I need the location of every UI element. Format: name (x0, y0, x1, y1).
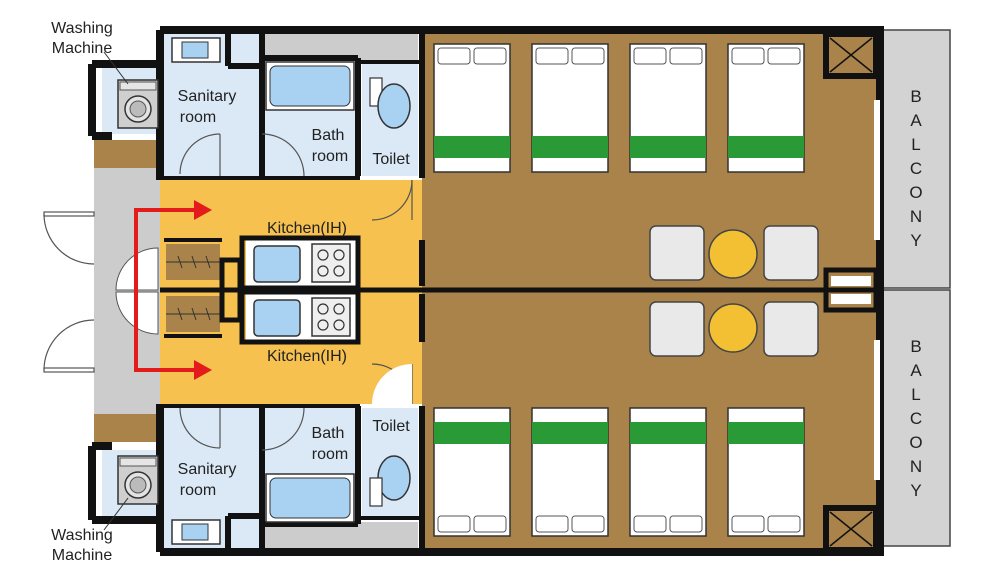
chair-icon (649, 301, 705, 357)
washing-machine-label: Machine (52, 40, 113, 57)
bed-icon (531, 407, 609, 537)
washing-machine-label: Washing (51, 527, 113, 544)
sanitary-room-label: Sanitary (178, 88, 237, 105)
bed-icon (727, 43, 805, 173)
washing-machine-top-icon (117, 79, 159, 129)
kitchen-label: Kitchen(IH) (267, 220, 347, 237)
bed-icon (727, 407, 805, 537)
toilet-top-icon (369, 77, 411, 129)
kitchen-label: Kitchen(IH) (267, 348, 347, 365)
sanitary-room-label: room (180, 482, 216, 499)
round-table-icon (708, 303, 758, 353)
chair-icon (763, 225, 819, 281)
sink-bottom-icon (171, 519, 221, 545)
washing-machine-label: Machine (52, 547, 113, 564)
washing-machine-bottom-icon (117, 455, 159, 505)
red-arrow-icon (134, 208, 198, 372)
toilet-label: Toilet (372, 151, 410, 168)
bed-icon (531, 43, 609, 173)
entry-door-top (43, 211, 95, 265)
bed-icon (433, 407, 511, 537)
bathtub-top-icon (265, 61, 355, 111)
bathtub-bottom-icon (265, 473, 355, 523)
bed-icon (433, 43, 511, 173)
balcony-top-area (879, 29, 951, 289)
bath-room-label: room (312, 148, 348, 165)
chair-icon (763, 301, 819, 357)
bath-room-label: Bath (312, 425, 345, 442)
washing-machine-label: Washing (51, 20, 113, 37)
toilet-label: Toilet (372, 418, 410, 435)
sink-kitchen-bottom-icon (253, 299, 301, 337)
sink-top-icon (171, 37, 221, 63)
bath-room-label: Bath (312, 127, 345, 144)
round-table-icon (708, 229, 758, 279)
ih-stove-bottom-icon (311, 297, 351, 337)
balcony-bottom-area (879, 289, 951, 547)
sanitary-room-label: Sanitary (178, 461, 237, 478)
sink-kitchen-top-icon (253, 245, 301, 283)
walls (88, 26, 884, 556)
toilet-bottom-icon (369, 455, 411, 507)
sanitary-room-label: room (180, 109, 216, 126)
chair-icon (649, 225, 705, 281)
entry-door-bottom (43, 319, 95, 373)
bed-icon (629, 43, 707, 173)
bed-icon (629, 407, 707, 537)
bath-room-label: room (312, 446, 348, 463)
ih-stove-top-icon (311, 243, 351, 283)
